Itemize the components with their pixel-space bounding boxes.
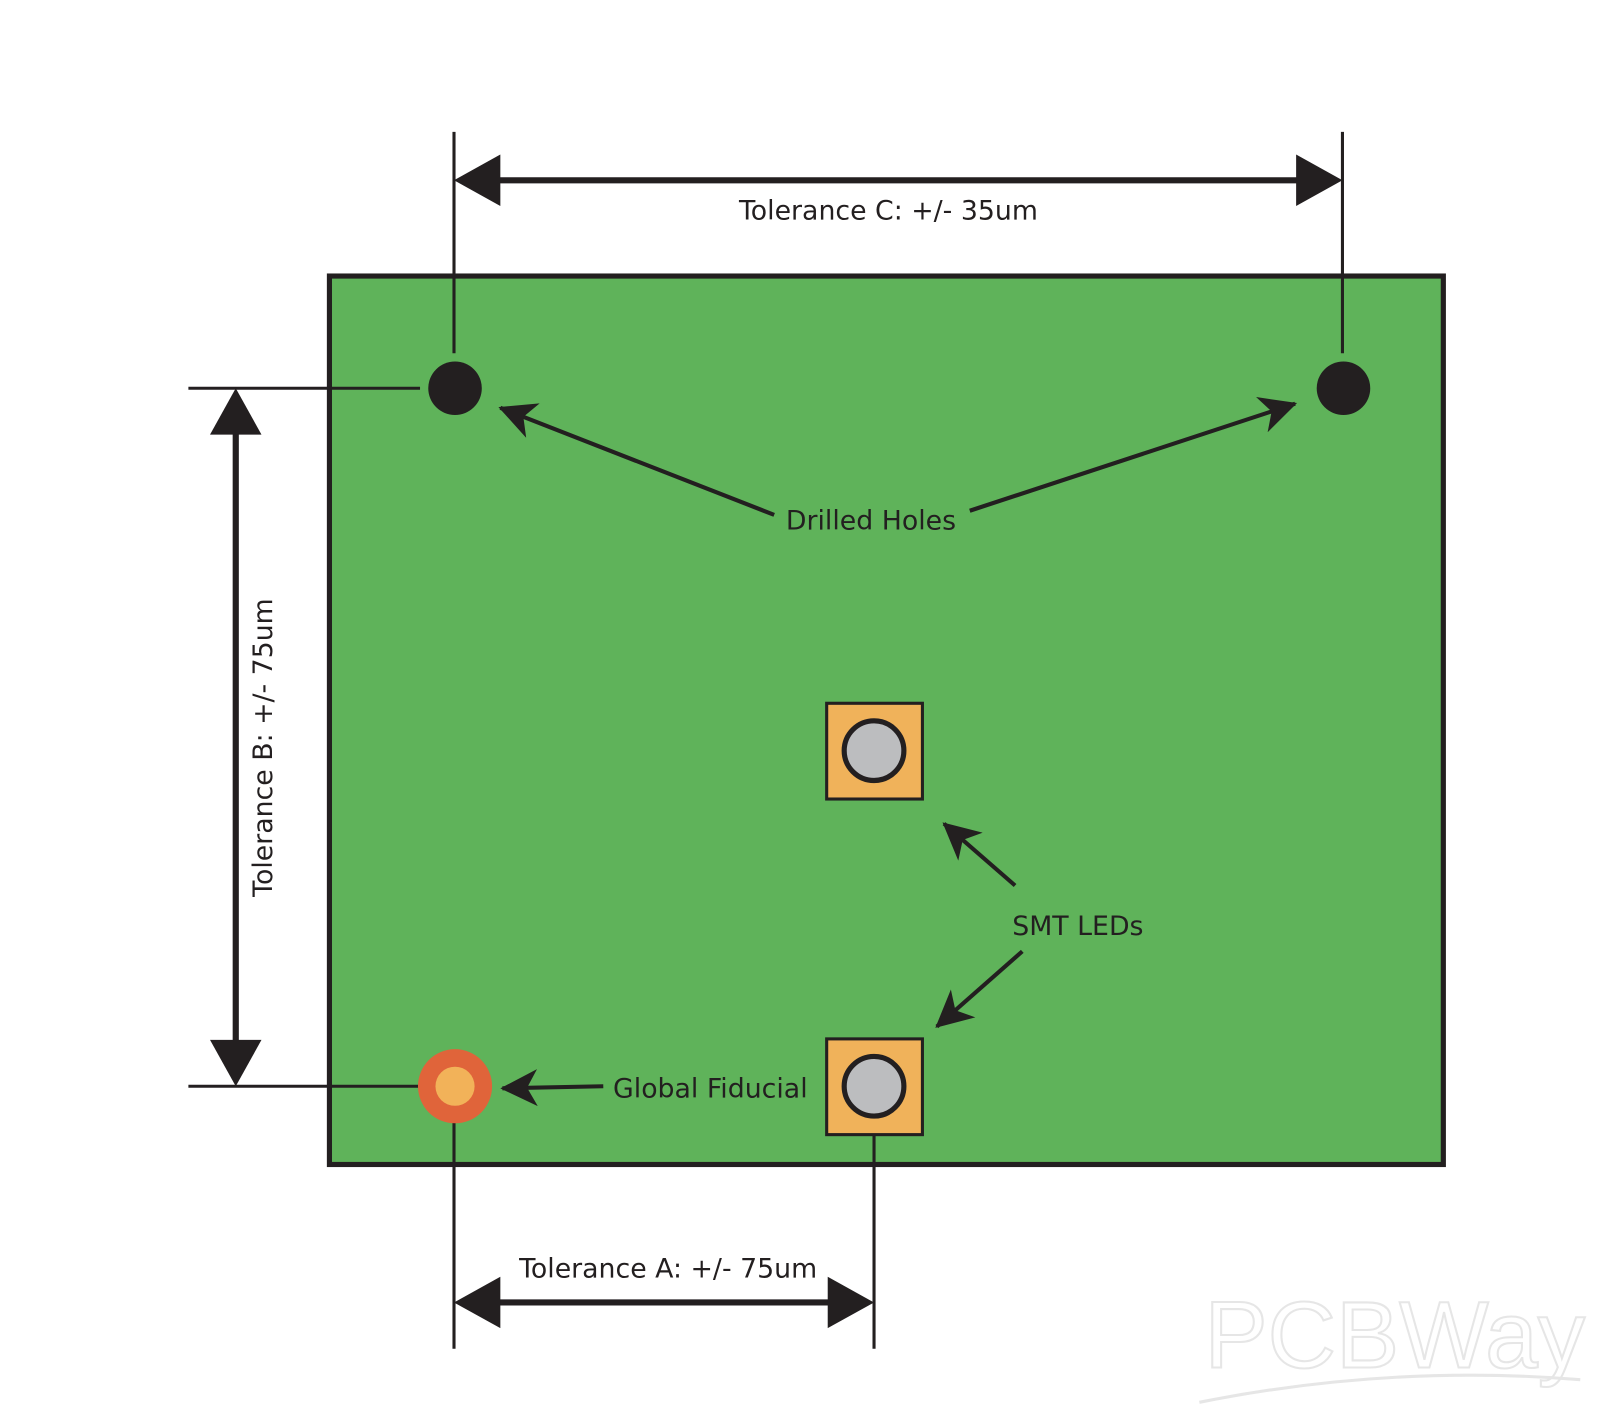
dimension-tolerance-b	[188, 386, 421, 1088]
callout-arrows	[498, 397, 1298, 1107]
drilled-holes-label: Drilled Holes	[786, 505, 956, 536]
dimension-tolerance-c	[452, 131, 1344, 354]
smt-led-bottom	[825, 1037, 924, 1137]
tolerance-a-label: Tolerance A: +/- 75um	[518, 1254, 817, 1285]
smt-led-top	[825, 701, 924, 801]
svg-text:PCBWay: PCBWay	[1205, 1282, 1586, 1388]
drilled-hole-left	[428, 361, 482, 416]
drilled-hole-right	[1316, 361, 1371, 416]
global-fiducial	[417, 1049, 493, 1124]
dimension-tolerance-a	[452, 1111, 876, 1349]
global-fiducial-label: Global Fiducial	[613, 1074, 808, 1105]
smt-leds-label: SMT LEDs	[1012, 911, 1143, 942]
tolerance-b-label: Tolerance B: +/- 75um	[248, 598, 279, 898]
pcbway-watermark-logo: PCBWay	[1199, 1281, 1587, 1404]
tolerance-c-label: Tolerance C: +/- 35um	[738, 195, 1038, 226]
